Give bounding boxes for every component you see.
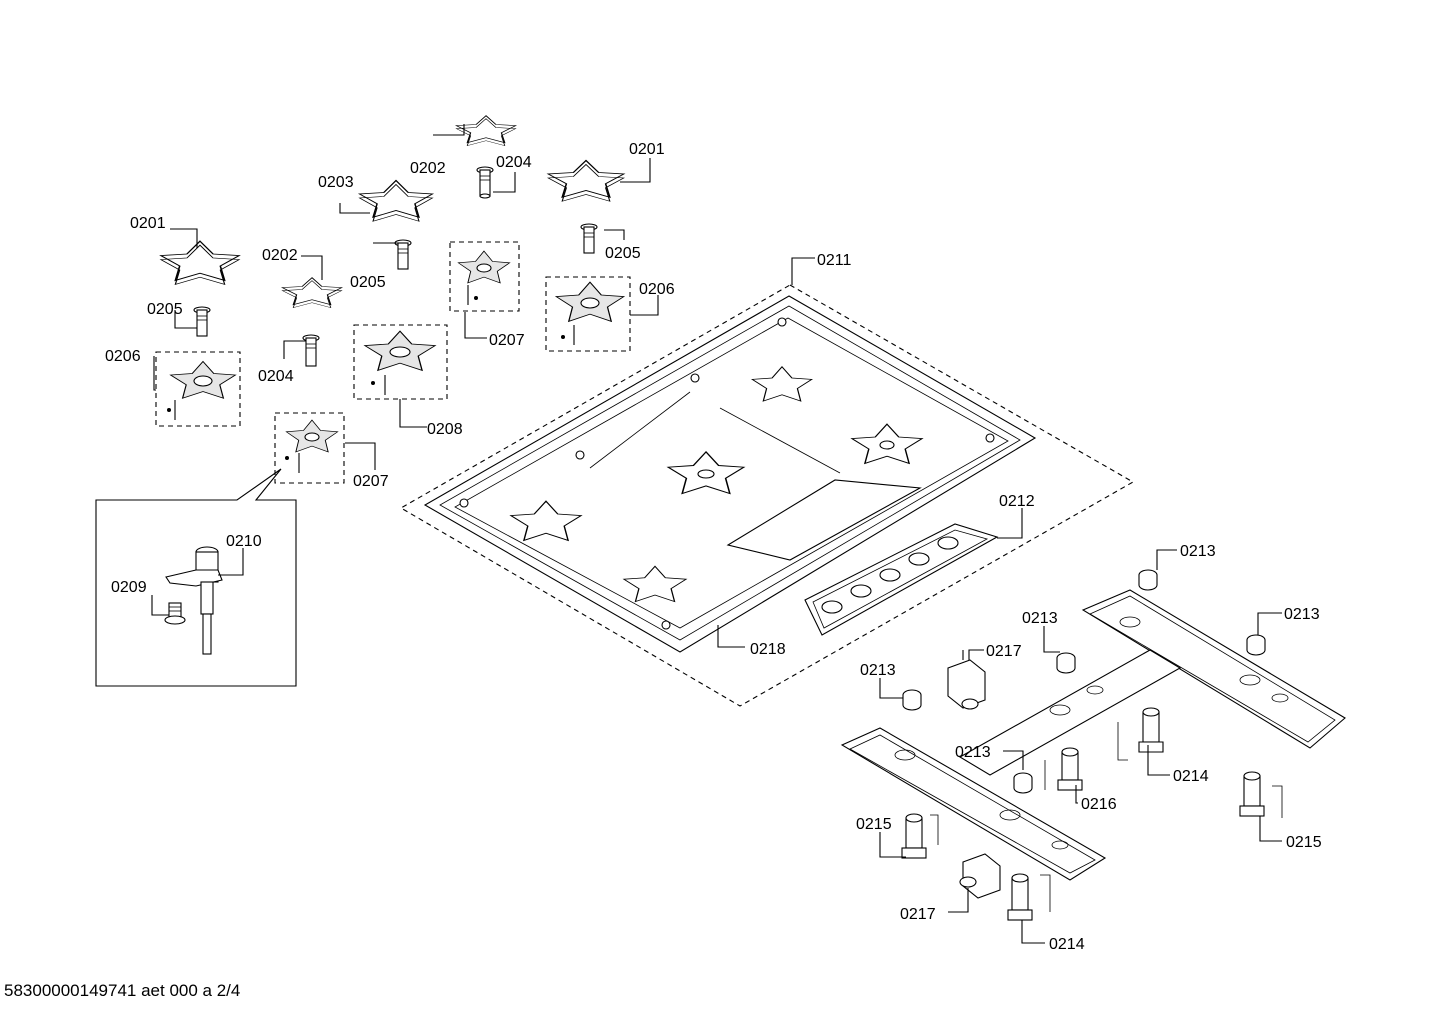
label-0213-b: 0213: [1284, 606, 1320, 623]
label-0213-c: 0213: [1022, 610, 1058, 627]
label-0207-bottom: 0207: [353, 473, 389, 490]
gas-valve-0217-bottom: [959, 853, 1001, 899]
hob-tray-dashed-outline: [399, 284, 1135, 707]
burner-body-0207-top: [449, 241, 520, 312]
label-0214-bottom: 0214: [1049, 936, 1085, 953]
label-0213-d: 0213: [860, 662, 896, 679]
label-0214-right: 0214: [1173, 768, 1209, 785]
document-code: 58300000149741 aet 000 a 2/4: [4, 981, 241, 1000]
burner-cap-large-right: [547, 159, 625, 202]
nut-0213-a: [1138, 569, 1158, 591]
label-0211: 0211: [817, 252, 852, 269]
hob-tray: [423, 295, 1037, 653]
burner-cap-medium: [358, 179, 434, 222]
gas-tap-0214-bottom: [1007, 873, 1051, 921]
injector-0204-top: [476, 166, 494, 199]
nut-0213-d: [902, 689, 922, 711]
label-0213-a: 0213: [1180, 543, 1216, 560]
label-0206-left: 0206: [105, 348, 141, 365]
gas-tap-0215-right: [1239, 771, 1283, 818]
control-panel-strip: [804, 523, 999, 636]
burner-body-0208: [353, 324, 448, 400]
label-0204-top: 0204: [496, 154, 532, 171]
leader-lines: [151, 124, 1282, 944]
part-labels: 0201 0202 0203 0204 0201 0202 0205 0205 …: [105, 141, 1322, 953]
injector-0205-left: [193, 306, 211, 337]
label-0212: 0212: [999, 493, 1035, 510]
burner-body-0207-bottom: [274, 412, 345, 484]
detail-box-thermocouple: [95, 468, 297, 687]
label-0201-left: 0201: [130, 215, 166, 232]
label-0207-top: 0207: [489, 332, 525, 349]
nut-0213-b: [1246, 634, 1266, 656]
label-0205-left: 0205: [147, 301, 183, 318]
label-0210: 0210: [226, 533, 262, 550]
support-rail-left: [840, 727, 1107, 881]
label-0205-mid: 0205: [350, 274, 386, 291]
label-0215-left: 0215: [856, 816, 892, 833]
label-0204-left: 0204: [258, 368, 294, 385]
support-rail-center: [958, 649, 1182, 776]
label-0215-right: 0215: [1286, 834, 1322, 851]
label-0202-left: 0202: [262, 247, 298, 264]
label-0206-right: 0206: [639, 281, 675, 298]
label-0213-e: 0213: [955, 744, 991, 761]
burner-body-0206-right: [545, 276, 631, 352]
gas-valve-0217-top: [947, 650, 986, 710]
label-0208: 0208: [427, 421, 463, 438]
injector-0205-mid: [394, 239, 412, 270]
burner-cap-large-left: [160, 240, 240, 286]
burner-cap-small-left: [281, 277, 343, 309]
injector-0205-right: [580, 223, 598, 254]
gas-tap-0215-left: [901, 813, 939, 859]
burner-body-0206-left: [155, 351, 241, 427]
label-0203: 0203: [318, 174, 354, 191]
label-0217-bottom: 0217: [900, 906, 936, 923]
label-0205-right: 0205: [605, 245, 641, 262]
gas-tap-0216: [1044, 747, 1083, 791]
label-0218: 0218: [750, 641, 786, 658]
label-0201-right: 0201: [629, 141, 665, 158]
label-0217-top: 0217: [986, 643, 1022, 660]
support-rail-right: [1081, 589, 1346, 749]
nut-0213-c: [1056, 652, 1076, 674]
injector-0204-left: [302, 334, 320, 367]
gas-tap-0214-right: [1117, 707, 1164, 761]
label-0209: 0209: [111, 579, 147, 596]
label-0202-top: 0202: [410, 160, 446, 177]
burner-cap-small-top: [455, 115, 517, 147]
nut-0213-e: [1013, 772, 1033, 794]
label-0216: 0216: [1081, 796, 1117, 813]
